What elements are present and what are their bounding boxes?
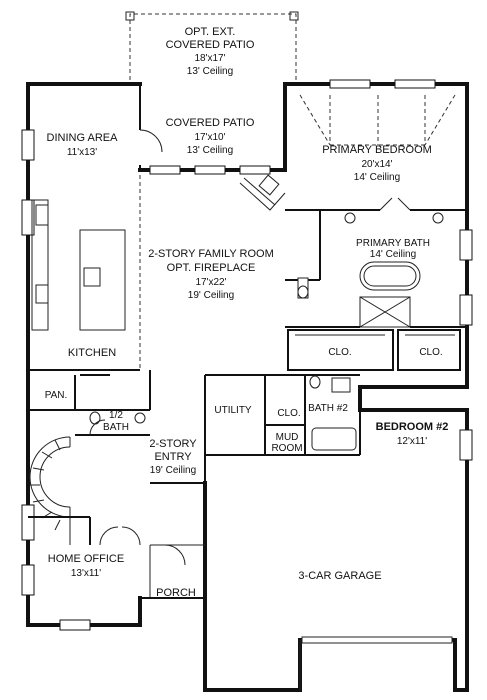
family-room-size: 17'x22' bbox=[195, 277, 226, 288]
opt-ext-patio-ceiling: 13' Ceiling bbox=[187, 66, 233, 77]
opt-ext-patio-outline bbox=[125, 11, 299, 80]
pantry-bath-entry bbox=[28, 370, 206, 546]
mud-room-name: MUD bbox=[276, 432, 299, 443]
entry-name: 2-STORY bbox=[149, 438, 197, 450]
closets bbox=[287, 329, 461, 371]
primary-bedroom-size: 20'x14' bbox=[361, 159, 392, 170]
entry-ceiling: 19' Ceiling bbox=[150, 465, 196, 476]
opt-ext-patio-size: 18'x17' bbox=[194, 53, 225, 64]
kitchen-name: KITCHEN bbox=[68, 347, 116, 359]
family-room-name: 2-STORY FAMILY ROOM bbox=[148, 248, 274, 260]
primary-bath-ceiling: 14' Ceiling bbox=[370, 249, 416, 260]
opt-ext-patio-name2: COVERED PATIO bbox=[166, 39, 255, 51]
half-bath-name: 1/2 bbox=[109, 410, 123, 421]
closet-2-name: CLO. bbox=[419, 347, 442, 358]
primary-bath-details bbox=[285, 210, 467, 328]
primary-bedroom-name: PRIMARY BEDROOM bbox=[322, 144, 432, 156]
entry-name2: ENTRY bbox=[154, 451, 192, 463]
closet-3-name: CLO. bbox=[277, 408, 300, 419]
primary-bedroom-details bbox=[285, 94, 467, 211]
pantry-name: PAN. bbox=[45, 390, 68, 401]
room-labels: OPT. EXT. COVERED PATIO 18'x17' 13' Ceil… bbox=[45, 26, 449, 599]
covered-patio-name: COVERED PATIO bbox=[166, 117, 255, 129]
closet-1-name: CLO. bbox=[328, 347, 351, 358]
garage-name: 3-CAR GARAGE bbox=[298, 570, 381, 582]
utility-mud-bath2 bbox=[205, 374, 361, 456]
covered-patio-size: 17'x10' bbox=[194, 132, 225, 143]
covered-patio-ceiling: 13' Ceiling bbox=[187, 145, 233, 156]
primary-bedroom-ceiling: 14' Ceiling bbox=[354, 172, 400, 183]
garage-details bbox=[299, 636, 453, 690]
porch-name: PORCH bbox=[156, 587, 196, 599]
family-room-ceiling: 19' Ceiling bbox=[188, 290, 234, 301]
dining-name: DINING AREA bbox=[47, 132, 119, 144]
opt-ext-patio-name: OPT. EXT. bbox=[185, 26, 236, 38]
family-room-name2: OPT. FIREPLACE bbox=[167, 262, 256, 274]
windows bbox=[21, 79, 473, 631]
dining-patio-walls bbox=[138, 84, 287, 211]
bath-2-name: BATH #2 bbox=[308, 403, 348, 414]
dining-size: 11'x13' bbox=[67, 147, 97, 158]
exterior-walls bbox=[26, 82, 469, 692]
home-office-size: 13'x11' bbox=[71, 568, 101, 579]
half-bath-name2: BATH bbox=[103, 422, 129, 433]
primary-bath-name: PRIMARY BATH bbox=[356, 238, 430, 249]
bedroom-2-name: BEDROOM #2 bbox=[376, 421, 449, 433]
utility-name: UTILITY bbox=[214, 405, 252, 416]
bedroom-2-size: 12'x11' bbox=[397, 436, 427, 447]
porch-office-details bbox=[140, 544, 205, 599]
kitchen-details bbox=[28, 175, 141, 376]
mud-room-name2: ROOM bbox=[271, 443, 302, 454]
home-office-name: HOME OFFICE bbox=[48, 553, 124, 565]
